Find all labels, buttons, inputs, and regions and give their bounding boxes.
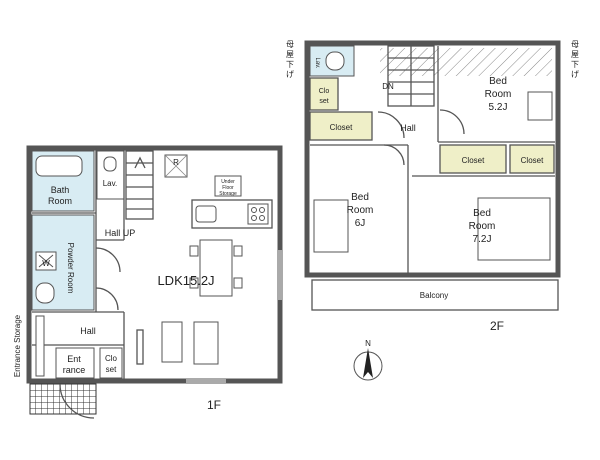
ceiling-note-right-2: 屋 [571,50,579,59]
balcony-label: Balcony [420,291,448,300]
bed-c-bed [477,197,551,261]
bed-c-label-2: Room [469,221,496,232]
bed-a-label-1: Bed [489,76,507,87]
entrance-label-2: rance [63,365,86,375]
closet-2f-mid [439,144,507,174]
door-swing [377,111,405,139]
compass-icon [353,348,383,381]
front-door-swing [59,383,95,419]
ceiling-note-right-1: 母 [571,40,579,49]
floor1-title: 1F [207,398,221,412]
chair [189,277,199,289]
sofa [193,321,219,365]
bath-room-label-1: Bath [51,185,70,195]
door-swing [95,287,119,311]
ceiling-note-left-1: 母 [286,40,294,49]
wc-mark: W [42,259,50,268]
closet-2f-right [509,144,555,174]
sink-icon [103,156,117,172]
closet-right-label: Closet [521,156,544,165]
bath-room-label-2: Room [48,196,72,206]
ldk-label: LDK15.2J [157,273,214,288]
under-floor-label-2: Floor [222,185,234,191]
bed-b-label-2: Room [347,205,374,216]
refrigerator-mark: R [173,158,179,167]
chair [233,245,243,257]
lowered-ceiling-area [380,48,552,76]
dining-table [199,239,233,297]
closet-mid-label: Closet [462,156,485,165]
chair [189,245,199,257]
second-floor-outer-wall [304,40,561,278]
door-swing [95,247,121,273]
sofa [161,321,183,363]
under-floor-label-1: Under [221,179,235,185]
bed-c-label-1: Bed [473,208,491,219]
ceiling-note-right-4: げ [571,70,579,79]
floor2-title: 2F [490,319,504,333]
entrance-storage-label: Entrance Storage [13,314,22,377]
door-swing [439,109,465,135]
toilet-2f-icon [325,51,345,71]
bed-a-label-3: 5.2J [489,102,508,113]
lav-label: Lav. [103,179,118,188]
ceiling-note-left-3: 下 [286,60,294,69]
closet-2f-small [309,77,339,111]
entrance-storage [35,315,45,377]
washing-machine-icon [38,254,54,268]
stove-icon [247,203,269,225]
bed-a-bed [527,91,553,121]
closet-hall-label: Closet [330,123,353,132]
closet-1f [99,347,123,379]
under-floor-label-3: Storage [219,191,237,197]
stairs-2f [387,45,435,107]
bathtub [35,155,83,177]
closet-1f-label-2: set [106,365,117,374]
toilet-icon [35,282,55,304]
powder-room-label: Powder Room [66,243,75,294]
hall-up-label: Hall UP [105,228,136,238]
bed-b-label-3: 6J [355,218,366,229]
stairs-1f [125,150,154,220]
dn-label: DN [382,82,394,91]
door-swing [383,144,405,166]
hall-1f-label: Hall [80,326,96,336]
kitchen-sink-icon [195,205,217,223]
bed-b-label-1: Bed [351,192,369,203]
balcony [311,279,559,311]
closet-small-label-1: Clo [319,88,330,95]
ceiling-note-left-2: 屋 [286,50,294,59]
ceiling-note-left-4: げ [286,70,294,79]
chair [233,277,243,289]
second-floor [304,40,561,311]
closet-1f-label-1: Clo [105,354,118,363]
wc-2f-label: Lav. [314,58,320,69]
hall-2f-label: Hall [400,123,416,133]
kitchen-counter [191,199,273,229]
entrance-floor [55,347,95,379]
bed-c-label-3: 7.2J [473,234,492,245]
under-floor-storage [214,175,242,197]
tv-board [136,329,144,365]
closet-2f-hall [309,111,373,141]
first-floor [26,145,283,419]
compass-north-label: N [365,339,371,348]
ceiling-note-right-3: 下 [571,60,579,69]
closet-small-label-2: set [319,98,328,105]
bed-b-bed [313,199,349,253]
bed-a-label-2: Room [485,89,512,100]
entrance-label-1: Ent [67,354,81,364]
